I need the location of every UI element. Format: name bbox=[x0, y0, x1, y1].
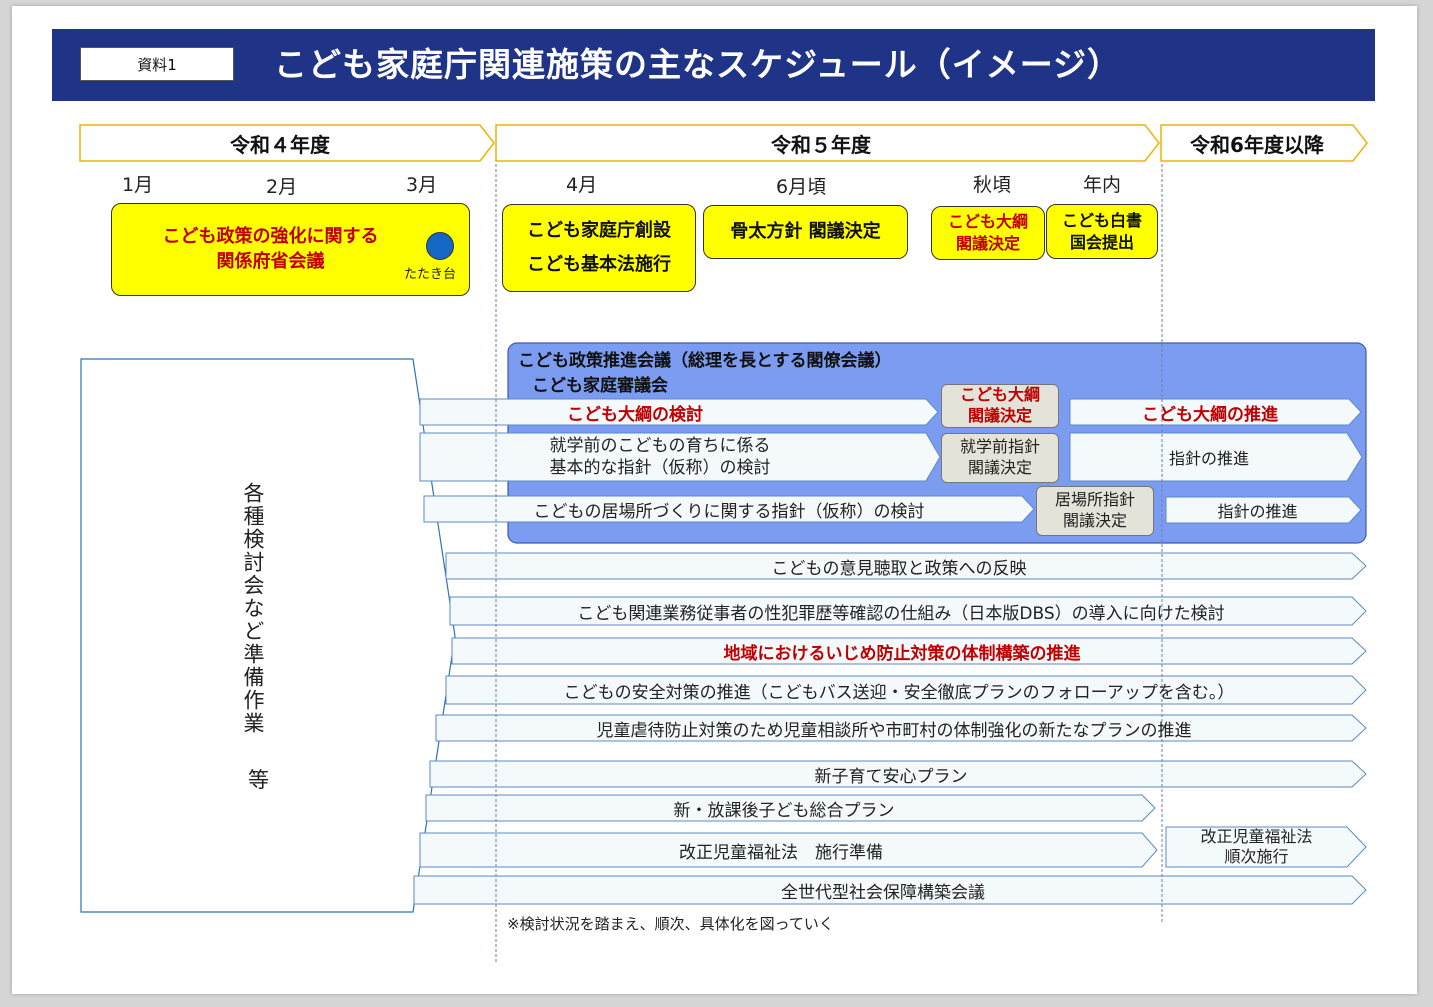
taiko-decision-line2: 閣議決定 bbox=[955, 234, 1020, 253]
month-mar: 3月 bbox=[406, 174, 438, 196]
cabinet-meeting-line1: こども政策の強化に関する bbox=[162, 226, 379, 248]
draft-dot-label: たたき台 bbox=[404, 267, 457, 282]
row-8-after: 改正児童福祉法 順次施行 bbox=[1166, 827, 1347, 867]
month-jan: 1月 bbox=[122, 174, 154, 196]
fy-r4-arrow bbox=[79, 124, 495, 162]
title-bar: 資料1 こども家庭庁関連施策の主なスケジュール（イメージ） bbox=[52, 29, 1375, 101]
row-3-label: 地域におけるいじめ防止対策の体制構築の推進 bbox=[723, 643, 1081, 664]
row-8-label: 改正児童福祉法 施行準備 bbox=[679, 842, 883, 863]
doc-label: 資料1 bbox=[80, 47, 234, 81]
row-8-after-arrow bbox=[1165, 826, 1367, 868]
council-row-2-after-arrow bbox=[1069, 432, 1363, 482]
row-2-arrow bbox=[449, 596, 1367, 626]
council-row-3-decision-line2: 閣議決定 bbox=[1062, 511, 1127, 530]
council-row-2-line1: 就学前のこどもの育ちに係る bbox=[549, 435, 771, 456]
month-feb: 2月 bbox=[266, 176, 298, 198]
council-row-2-arrow bbox=[419, 432, 941, 482]
agency-launch-line2: こども基本法施行 bbox=[527, 254, 671, 275]
row-8-after-line1: 改正児童福祉法 bbox=[1200, 827, 1313, 846]
honebuto-box: 骨太方針 閣議決定 bbox=[703, 205, 908, 259]
hakusho-box: こども白書 国会提出 bbox=[1046, 204, 1158, 259]
row-1-arrow bbox=[445, 552, 1367, 580]
row-5-arrow bbox=[435, 714, 1367, 742]
hakusho-line1: こども白書 bbox=[1061, 210, 1142, 230]
row-4-label: こどもの安全対策の推進（こどもバス送迎・安全徹底プランのフォローアップを含む。） bbox=[563, 682, 1235, 703]
council-row-1-decision: こども大綱 閣議決定 bbox=[941, 384, 1059, 428]
row-3-arrow bbox=[451, 637, 1367, 665]
council-row-1-after: こども大綱の推進 bbox=[1142, 404, 1278, 425]
council-subtitle: こども家庭審議会 bbox=[532, 376, 668, 396]
council-row-2-label: 就学前のこどもの育ちに係る 基本的な指針（仮称）の検討 bbox=[420, 433, 900, 481]
row-9-label: 全世代型社会保障構築会議 bbox=[781, 882, 985, 903]
cabinet-meeting-line2: 関係府省会議 bbox=[216, 250, 325, 272]
row-7-arrow bbox=[425, 794, 1156, 822]
fy-r4-label: 令和４年度 bbox=[230, 132, 330, 157]
council-row-2-line2: 基本的な指針（仮称）の検討 bbox=[549, 458, 771, 478]
page-title: こども家庭庁関連施策の主なスケジュール（イメージ） bbox=[274, 45, 1122, 84]
council-row-2-decision: 就学前指針 閣議決定 bbox=[941, 433, 1059, 483]
fy-r5-arrow bbox=[495, 124, 1160, 162]
row-9-arrow bbox=[413, 875, 1367, 905]
row-4-arrow bbox=[445, 675, 1367, 705]
row-6-label: 新子育て安心プラン bbox=[814, 766, 968, 787]
draft-dot-icon bbox=[426, 232, 454, 260]
footnote: ※検討状況を踏まえ、順次、具体化を図っていく bbox=[507, 915, 834, 933]
council-row-3-after: 指針の推進 bbox=[1217, 502, 1298, 521]
council-row-1-decision-line2: 閣議決定 bbox=[967, 406, 1032, 425]
row-5-label: 児童虐待防止対策のため児童相談所や市町村の体制強化の新たなプランの推進 bbox=[596, 720, 1192, 741]
row-7-label: 新・放課後子ども総合プラン bbox=[673, 800, 895, 821]
council-row-3-decision: 居場所指針 閣議決定 bbox=[1036, 486, 1154, 536]
council-row-2-decision-line1: 就学前指針 bbox=[959, 437, 1040, 457]
council-row-1-decision-line1: こども大綱 bbox=[959, 385, 1040, 405]
month-autumn: 秋頃 bbox=[973, 174, 1012, 196]
fy-r6-arrow bbox=[1160, 124, 1368, 162]
cabinet-meeting-box: こども政策の強化に関する 関係府省会議 たたき台 bbox=[111, 203, 470, 296]
row-8-arrow bbox=[419, 832, 1158, 868]
month-apr: 4月 bbox=[566, 174, 598, 196]
council-row-1-label: こども大綱の検討 bbox=[567, 404, 703, 425]
row-6-arrow bbox=[429, 760, 1367, 788]
slide: 資料1 こども家庭庁関連施策の主なスケジュール（イメージ） bbox=[12, 6, 1417, 994]
fy-r5-label: 令和５年度 bbox=[771, 132, 871, 157]
taiko-decision-box: こども大綱 閣議決定 bbox=[931, 206, 1045, 260]
prep-box-label: 各種検討会など準備作業 bbox=[241, 482, 265, 735]
council-title: こども政策推進会議（総理を長とする閣僚会議） bbox=[518, 351, 892, 371]
month-yearend: 年内 bbox=[1083, 174, 1122, 196]
prep-box-suffix: 等 bbox=[248, 768, 269, 792]
month-jun: 6月頃 bbox=[776, 176, 827, 198]
agency-launch-line1: こども家庭庁創設 bbox=[527, 219, 671, 241]
council-row-1-arrow bbox=[419, 398, 939, 426]
row-8-after-line2: 順次施行 bbox=[1224, 847, 1289, 866]
council-row-3-arrow bbox=[423, 495, 1035, 523]
taiko-decision-line1: こども大綱 bbox=[947, 212, 1028, 232]
row-1-label: こどもの意見聴取と政策への反映 bbox=[771, 558, 1027, 579]
council-row-3-decision-line1: 居場所指針 bbox=[1054, 490, 1135, 510]
council-row-2-after: 指針の推進 bbox=[1168, 449, 1249, 468]
hakusho-line2: 国会提出 bbox=[1069, 232, 1134, 252]
honebuto-label: 骨太方針 閣議決定 bbox=[730, 220, 881, 242]
fy-r6-label: 令和6年度以降 bbox=[1190, 132, 1324, 157]
council-row-2-decision-line2: 閣議決定 bbox=[967, 458, 1032, 477]
council-row-3-after-arrow bbox=[1165, 496, 1362, 524]
council-row-1-after-arrow bbox=[1069, 398, 1362, 426]
agency-launch-box: こども家庭庁創設 こども基本法施行 bbox=[502, 204, 696, 292]
council-row-3-label: こどもの居場所づくりに関する指針（仮称）の検討 bbox=[533, 501, 925, 522]
row-2-label: こども関連業務従事者の性犯罪歴等確認の仕組み（日本版DBS）の導入に向けた検討 bbox=[577, 603, 1225, 624]
prep-box-shape bbox=[80, 358, 456, 913]
